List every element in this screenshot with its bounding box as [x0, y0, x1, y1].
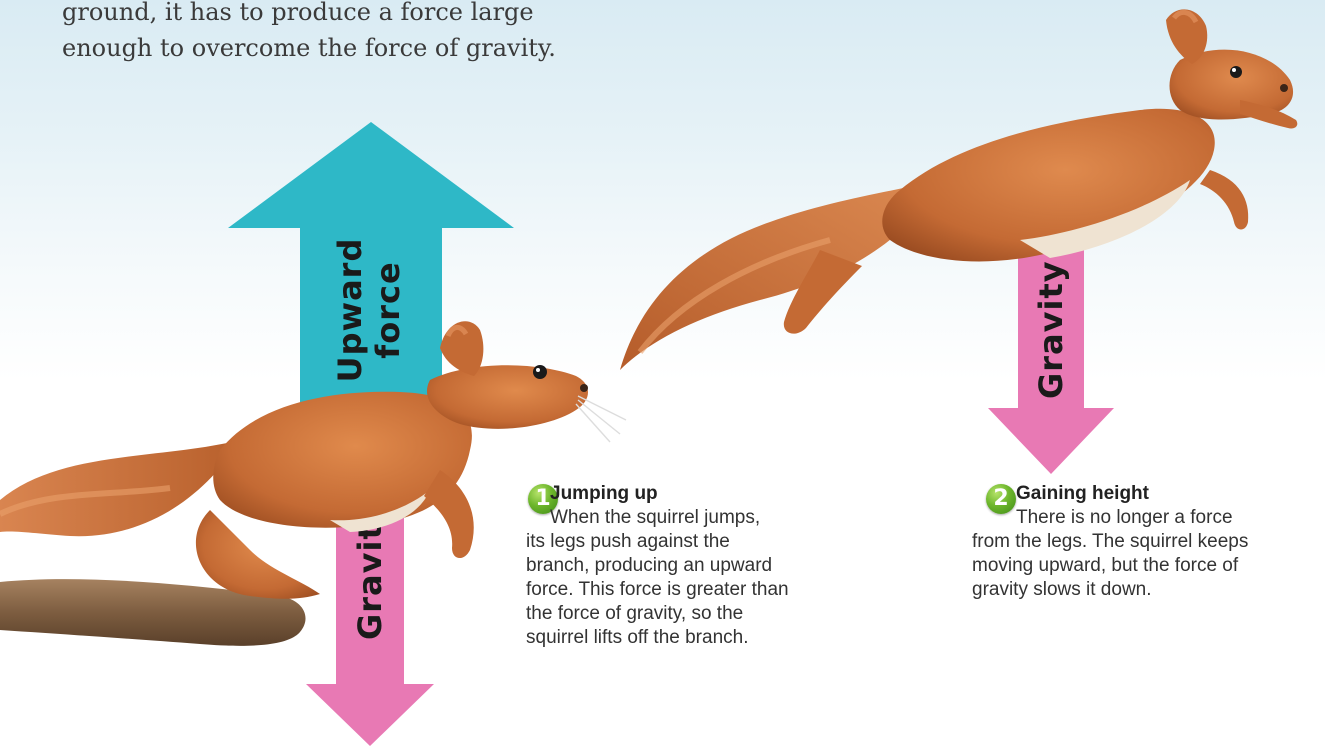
step-1-line-5: the force of gravity, so the — [526, 602, 789, 626]
intro-line-2: enough to overcome the force of gravity. — [62, 30, 622, 66]
squirrel-leaping-image — [600, 0, 1320, 380]
step-2-line-1: There is no longer a force — [972, 506, 1248, 530]
step-1-line-2: its legs push against the — [526, 530, 789, 554]
step-1-line-6: squirrel lifts off the branch. — [526, 626, 789, 650]
step-1-caption: Jumping up When the squirrel jumps, its … — [526, 482, 789, 650]
intro-line-1: ground, it has to produce a force large — [62, 0, 622, 30]
step-1-title: Jumping up — [526, 482, 789, 506]
step-2-title: Gaining height — [972, 482, 1248, 506]
step-2-line-2: from the legs. The squirrel keeps — [972, 530, 1248, 554]
step-2-line-4: gravity slows it down. — [972, 578, 1248, 602]
step-1-line-3: branch, producing an upward — [526, 554, 789, 578]
step-1-line-4: force. This force is greater than — [526, 578, 789, 602]
step-1-line-1: When the squirrel jumps, — [526, 506, 789, 530]
step-2-caption: Gaining height There is no longer a forc… — [972, 482, 1248, 602]
step-2-line-3: moving upward, but the force of — [972, 554, 1248, 578]
intro-paragraph: ground, it has to produce a force large … — [62, 0, 622, 66]
